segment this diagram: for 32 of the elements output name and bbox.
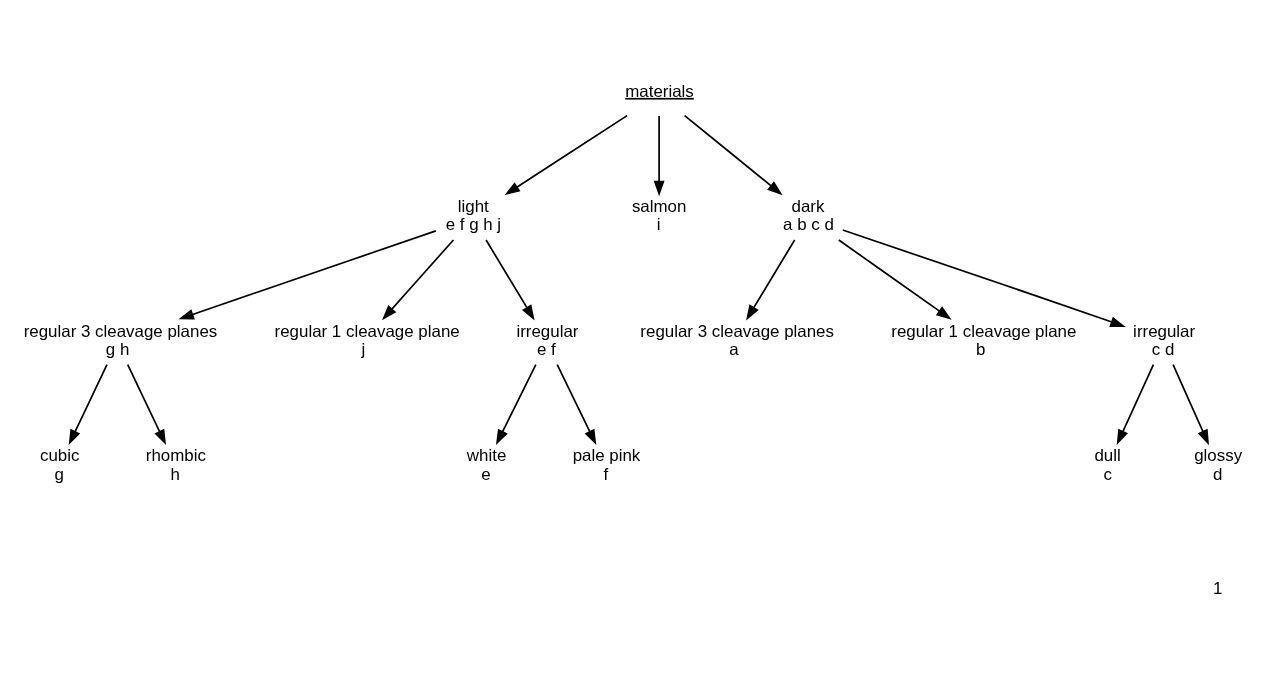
- arrow: [68, 363, 108, 446]
- arrow: [837, 239, 952, 320]
- node-text: dull c: [1094, 446, 1121, 484]
- node-text: regular 3 cleavage planes g h: [23, 321, 218, 360]
- node-text: regular 1 cleavage plane b: [891, 321, 1077, 360]
- arrow: [1116, 363, 1155, 446]
- node-text: salmon i: [631, 197, 687, 235]
- arrow: [556, 363, 597, 446]
- node-text: light e f g h j: [445, 197, 502, 235]
- arrow: [178, 230, 437, 320]
- node-text: dark a b c d: [783, 197, 834, 235]
- node-text: glossy d: [1194, 446, 1243, 484]
- node-text: irregular e f: [516, 321, 579, 360]
- arrow: [841, 229, 1126, 327]
- node-text: white e: [466, 446, 507, 484]
- arrow: [485, 239, 535, 321]
- arrow: [382, 239, 455, 321]
- arrow: [683, 114, 783, 196]
- arrow: [126, 363, 166, 446]
- node-text: regular 3 cleavage planes a: [640, 321, 834, 360]
- node-text: regular 1 cleavage plane j: [274, 321, 460, 360]
- node-text: rhombic h: [145, 446, 206, 484]
- node-text: cubic g: [39, 446, 80, 484]
- arrow: [495, 363, 537, 446]
- node-text: pale pink f: [572, 446, 641, 484]
- node-text: irregular c d: [1133, 321, 1196, 360]
- arrow: [746, 239, 796, 321]
- arrow: [653, 115, 665, 197]
- node-text: materials: [625, 81, 694, 101]
- label: 1: [1212, 578, 1223, 598]
- arrow: [504, 114, 628, 196]
- arrow: [1172, 363, 1209, 446]
